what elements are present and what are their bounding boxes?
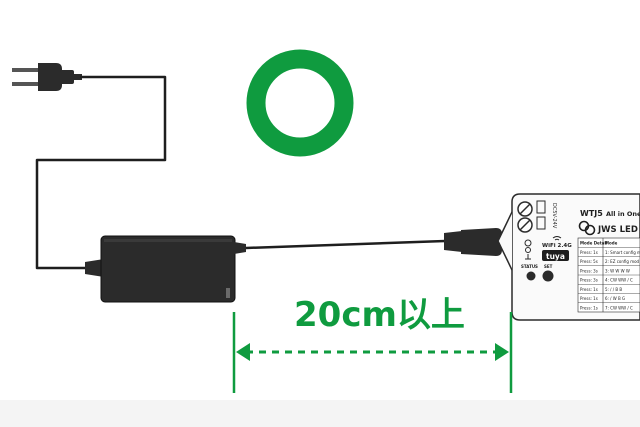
mode-table-press: Press: 1s [580, 296, 598, 301]
mode-table-press: Press: 3s [580, 268, 598, 273]
mode-table-mode: 3: W W W W [605, 268, 630, 273]
mode-table-mode: 4: CW WW / C [605, 278, 633, 283]
terminal-label: DC5V-24V [551, 203, 557, 229]
power-adapter [100, 235, 236, 303]
tuya-logo [542, 250, 569, 261]
distance-label: 20cm以上 [294, 295, 465, 335]
controller-title: All in One Co [606, 210, 640, 218]
power-plug-icon [12, 63, 82, 91]
wifi-icon [552, 236, 562, 241]
dc-plug [444, 228, 502, 256]
controller-model: WTJ5 [580, 209, 603, 218]
mode-table-mode: 7: CW WW / C [605, 305, 633, 310]
mode-table-mode: 6: / W B G [605, 296, 625, 301]
controller-brand: JWS LED [597, 225, 638, 235]
signal-ring-icon [246, 49, 354, 157]
wifi-label: WiFi 2.4G [542, 243, 572, 249]
bottom-band [0, 400, 640, 427]
dimension-arrow-right-icon [495, 343, 509, 361]
mode-table-header: Mode [605, 241, 618, 246]
mode-table-press: Press: 1s [580, 287, 598, 292]
mode-table-mode: 1: Smart config m [605, 250, 640, 255]
adapter-dc-strain-relief [234, 242, 246, 254]
dc-cable [245, 239, 446, 250]
mode-table-press: Press: 1s [580, 305, 598, 310]
mode-table-press: Press: 1s [580, 250, 598, 255]
set-label: SET [544, 264, 553, 269]
mode-table-mode: 2: EZ config mod [605, 259, 640, 264]
mode-table-header: Mode Detail [580, 241, 608, 246]
mode-table-press: Press: 3s [580, 278, 598, 283]
brand-logo-icon [578, 220, 596, 236]
status-led-icon [524, 239, 532, 260]
status-label: STATUS [521, 264, 538, 269]
dimension-arrow-left-icon [236, 343, 250, 361]
status-indicator [526, 271, 536, 281]
ac-cable [35, 75, 167, 270]
adapter-ac-strain-relief [85, 259, 104, 277]
mode-table-mode: 5: / / B B [605, 287, 622, 292]
led-controller: DC5V-24V WTJ5 All in One Co JWS LED WiFi… [497, 193, 640, 321]
set-button[interactable] [542, 270, 554, 282]
terminal-block [517, 200, 546, 233]
tuya-label: tuya [546, 252, 565, 261]
mode-table-press: Press: 5s [580, 259, 598, 264]
